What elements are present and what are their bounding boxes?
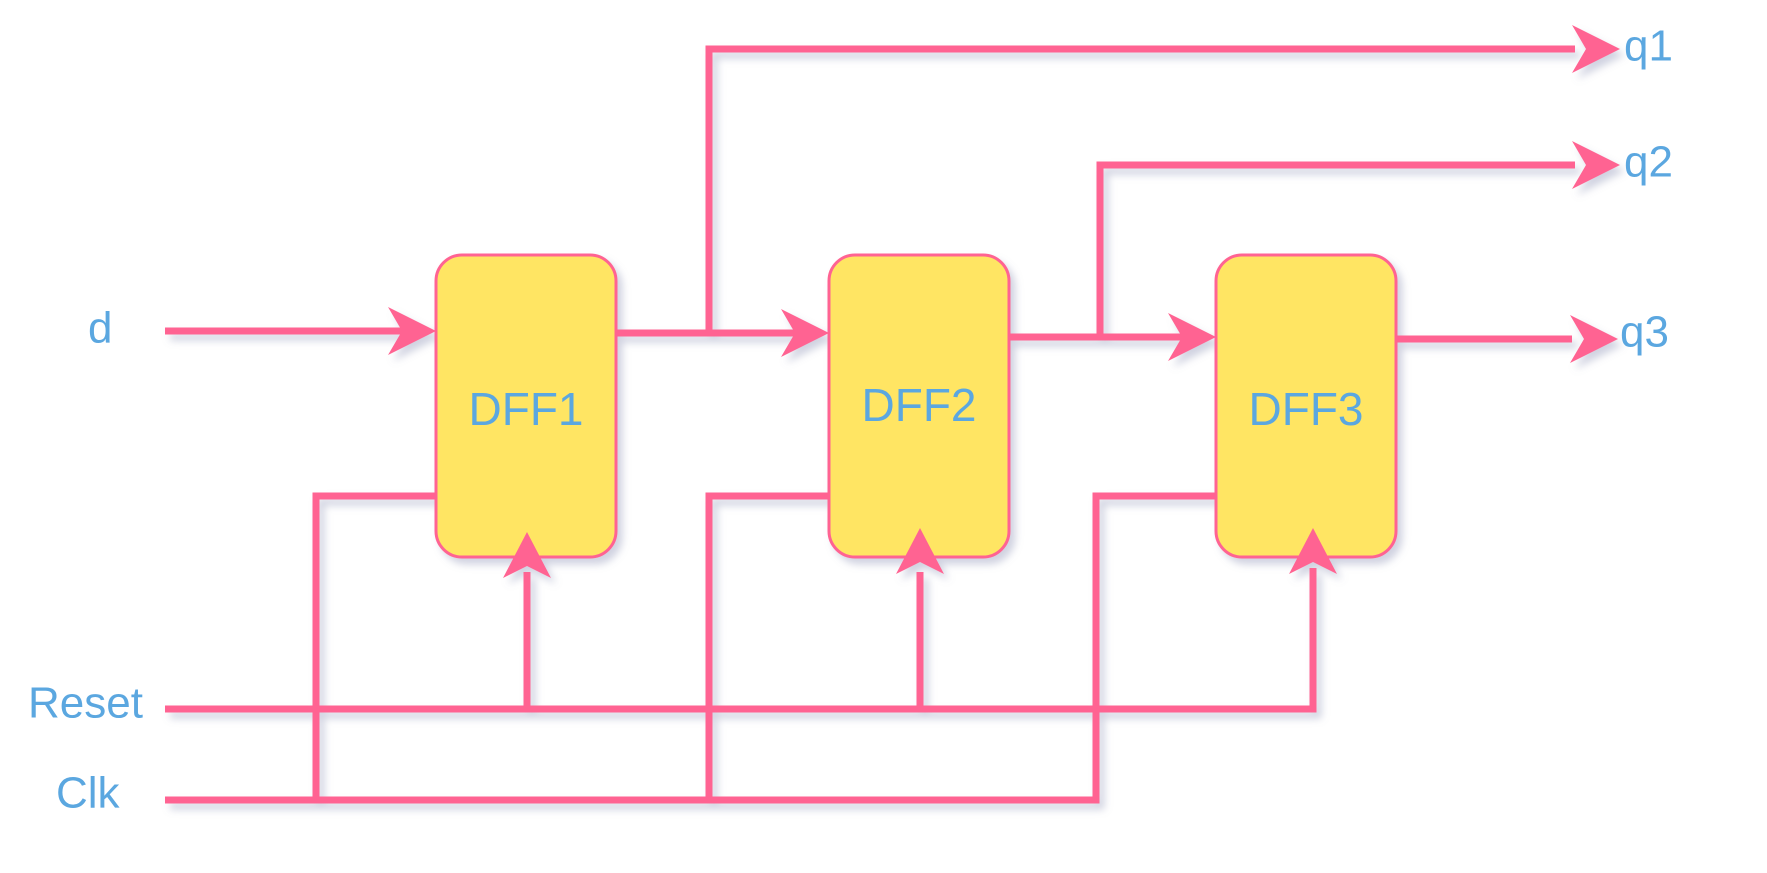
wire-clk-to-dff2 — [705, 492, 829, 800]
arrowhead-dff3-in — [1168, 313, 1216, 361]
wire-clk-bus — [165, 492, 1216, 804]
arrowhead-reset-dff2 — [896, 528, 944, 574]
arrowhead-q3-out — [1570, 315, 1618, 363]
wire-dff1-to-q1 — [705, 45, 1575, 333]
arrowhead-reset-dff1 — [503, 532, 551, 578]
input-label-d: d — [88, 304, 112, 353]
dff1-label: DFF1 — [469, 383, 584, 435]
output-label-q3: q3 — [1620, 308, 1669, 357]
dff3-label: DFF3 — [1249, 383, 1364, 435]
input-label-reset: Reset — [28, 679, 143, 728]
dff2-label: DFF2 — [862, 379, 977, 431]
arrowhead-reset-dff3 — [1289, 528, 1337, 574]
arrowhead-dff2-in — [781, 309, 829, 357]
output-label-q2: q2 — [1624, 138, 1673, 187]
wire-clk-to-dff1 — [312, 492, 436, 800]
input-label-clk: Clk — [56, 769, 121, 818]
output-label-q1: q1 — [1624, 22, 1673, 71]
wire-dff2-to-q2 — [1096, 161, 1575, 337]
wire-reset-bus — [165, 568, 1317, 713]
arrowhead-q1-out — [1572, 25, 1620, 73]
arrowhead-q2-out — [1572, 141, 1620, 189]
arrowhead-d-in — [388, 307, 436, 355]
